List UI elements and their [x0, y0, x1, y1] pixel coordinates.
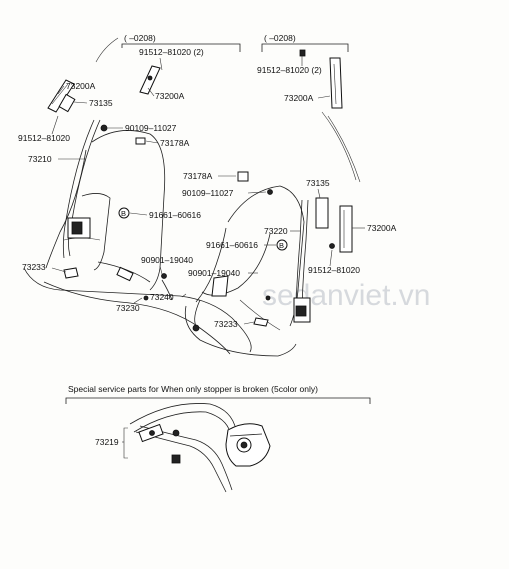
left-belt-webbing: [62, 119, 151, 283]
right-small-parts: B: [237, 171, 335, 327]
left-range-label: ( –0208): [124, 33, 156, 43]
watermark: sedanviet.vn: [262, 279, 430, 312]
left-small-parts: B: [63, 124, 173, 301]
callout-73178A-right: 73178A: [183, 171, 213, 181]
callout-73233-left: 73233: [22, 262, 46, 272]
callout-91512-81020-right: 91512–81020: [308, 265, 360, 275]
right-range-label: ( –0208): [264, 33, 296, 43]
callout-90109-right: 90109–11027: [182, 188, 234, 198]
callout-73200A-left-upper: 73200A: [155, 91, 185, 101]
callout-73240: 73240: [150, 292, 174, 302]
callout-73200A-left: 73200A: [66, 81, 96, 91]
callout-91512-81020-2-left: 91512–81020 (2): [139, 47, 204, 57]
left-callouts: 91512–81020 (2) 73200A 73200A 73135 9010…: [18, 47, 204, 313]
right-shoulder-anchor: [299, 49, 353, 253]
callout-91512-81020-2-right: 91512–81020 (2): [257, 65, 322, 75]
callout-73135-left: 73135: [89, 98, 113, 108]
right-range-bracket: ( –0208): [261, 33, 361, 183]
callout-73220: 73220: [264, 226, 288, 236]
callout-73230: 73230: [116, 303, 140, 313]
callout-73200A-right-top: 73200A: [284, 93, 314, 103]
callout-91661-left: 91661–60616: [149, 210, 201, 220]
callout-73200A-right: 73200A: [367, 223, 397, 233]
callout-91512-81020-left: 91512–81020: [18, 133, 70, 143]
right-callouts: 91512–81020 (2) 73200A 73178A 90109–1102…: [182, 56, 397, 329]
svg-text:B: B: [279, 241, 284, 250]
callout-73233-right: 73233: [214, 319, 238, 329]
right-belt-webbing: [192, 199, 311, 332]
callout-90901-left: 90901–19040: [141, 255, 193, 265]
callout-73135-right: 73135: [306, 178, 330, 188]
left-range-bracket: ( –0208): [95, 33, 241, 63]
callout-73210: 73210: [28, 154, 52, 164]
callout-73219: 73219: [95, 437, 119, 447]
service-parts-section: Special service parts for When only stop…: [65, 384, 371, 493]
svg-text:B: B: [121, 209, 126, 218]
service-note: Special service parts for When only stop…: [68, 384, 318, 394]
callout-73178A-left: 73178A: [160, 138, 190, 148]
callout-90109-left: 90109–11027: [125, 123, 177, 133]
callout-90901-right: 90901–19040: [188, 268, 240, 278]
left-shoulder-anchor: [47, 65, 161, 113]
callout-91661-right: 91661–60616: [206, 240, 258, 250]
